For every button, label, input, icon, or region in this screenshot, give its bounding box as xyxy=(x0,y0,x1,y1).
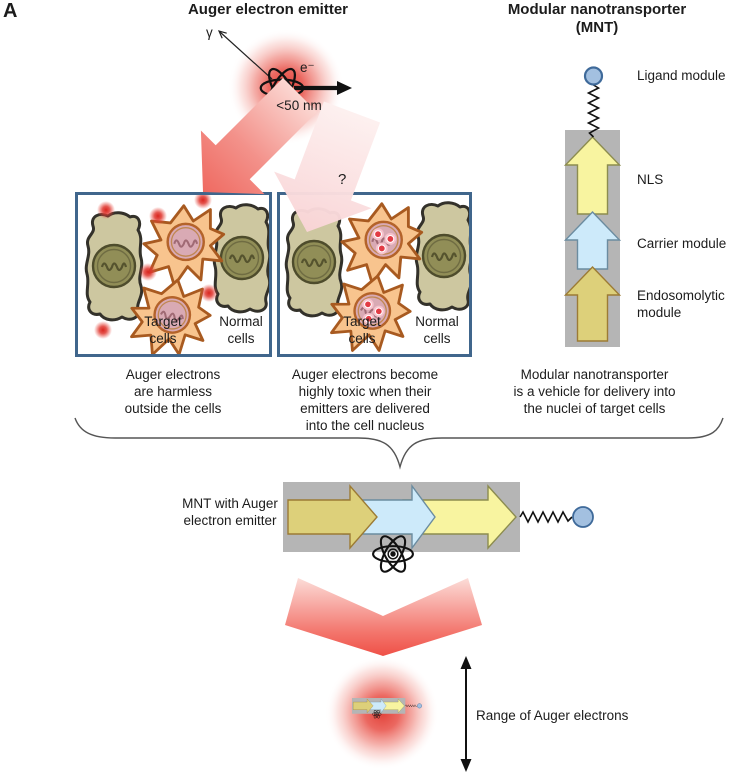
mnt-caption: Modular nanotransporter is a vehicle for… xyxy=(513,367,676,416)
electron-arrow xyxy=(294,81,352,95)
range-double-arrow xyxy=(460,656,472,772)
normal-cells-label-inside: Normal cells xyxy=(415,314,459,346)
carrier-module-label: Carrier module xyxy=(637,236,727,251)
endosomolytic-module-label: Endosomolytic module xyxy=(637,288,725,320)
ligand-module-label: Ligand module xyxy=(637,68,726,83)
mnt-title: Modular nanotransporter (MNT) xyxy=(507,1,687,36)
endosomolytic-module-arrow xyxy=(563,265,622,342)
electron-label: e⁻ xyxy=(300,60,315,75)
target-cells-label-inside: Target cells xyxy=(343,314,381,346)
target-cells-label-outside: Target cells xyxy=(144,314,182,346)
converge-brace xyxy=(74,417,724,470)
harmless-outside-arrow xyxy=(200,78,317,195)
emitter-title: Auger electron emitter xyxy=(187,1,349,18)
mnt-structure xyxy=(563,66,622,347)
range-of-auger-electrons-label: Range of Auger electrons xyxy=(476,708,629,723)
delivery-down-arrow xyxy=(285,578,482,656)
nls-label: NLS xyxy=(637,172,664,187)
panel-label: A xyxy=(3,0,18,22)
mnt-with-emitter-label: MNT with Auger electron emitter xyxy=(182,496,278,528)
question-arrow xyxy=(274,101,381,232)
normal-cells-label-outside: Normal cells xyxy=(219,314,263,346)
outside-caption: Auger electrons are harmless outside the… xyxy=(124,367,222,416)
question-mark-label: ? xyxy=(338,171,347,188)
ligand-module-sphere xyxy=(583,66,604,86)
gamma-label: γ xyxy=(206,25,213,40)
inside-caption: Auger electrons become highly toxic when… xyxy=(291,367,439,433)
range-size-label: <50 nm xyxy=(276,98,322,113)
gamma-ray-arrow xyxy=(217,30,273,80)
